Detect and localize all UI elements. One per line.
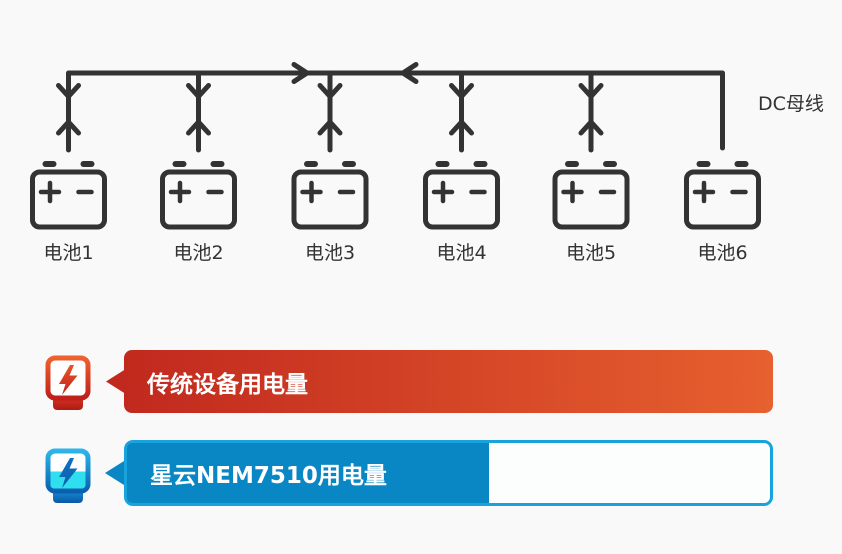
battery-label: 电池6 [697,242,747,264]
lightning-bolt-icon [59,458,78,488]
bus-right-arrow-icon [291,62,310,84]
down-arrow-icon [578,83,604,99]
battery-icon [423,161,500,230]
flow-arrows [56,62,604,136]
meter-base [53,399,83,410]
battery-icon [291,161,369,230]
battery-icon [30,161,107,230]
battery-label: 电池5 [566,242,616,264]
meter-base [53,492,83,503]
power-meter-icon-blue [45,448,91,503]
up-arrow-icon [578,119,604,136]
battery-label: 电池3 [305,242,355,264]
down-arrow-icon [186,83,211,99]
battery-bus-diagram: 电池1 电池2 电池3 电池4 电池5 电池6 DC母线 [30,62,824,264]
up-arrow-icon [317,119,343,136]
bar-pointer-left [106,369,125,394]
up-arrow-icon [56,119,81,136]
power-meter-icon-red [45,355,91,410]
down-arrow-icon [317,83,343,99]
up-arrow-icon [449,119,474,136]
dc-bus-line [66,70,725,153]
nebula-usage-fill: 星云NEM7510用电量 [105,443,489,503]
battery-icon [684,161,761,230]
bus-left-arrow-icon [400,62,419,84]
nebula-usage-bar: 星云NEM7510用电量 [105,440,773,506]
traditional-usage-bar: 传统设备用电量 [106,350,773,413]
battery-label: 电池4 [436,242,486,264]
battery-label: 电池2 [173,242,223,264]
nebula-usage-label: 星云NEM7510用电量 [150,463,387,489]
up-arrow-icon [186,119,211,136]
dc-bus-label: DC母线 [758,93,824,115]
down-arrow-icon [56,83,81,99]
battery-icon [552,161,630,230]
traditional-usage-label: 传统设备用电量 [147,371,308,398]
bar-pointer-left [105,461,124,485]
battery-icon [160,161,237,230]
lightning-bolt-icon [59,365,78,395]
battery-label: 电池1 [43,242,93,264]
down-arrow-icon [449,83,474,99]
